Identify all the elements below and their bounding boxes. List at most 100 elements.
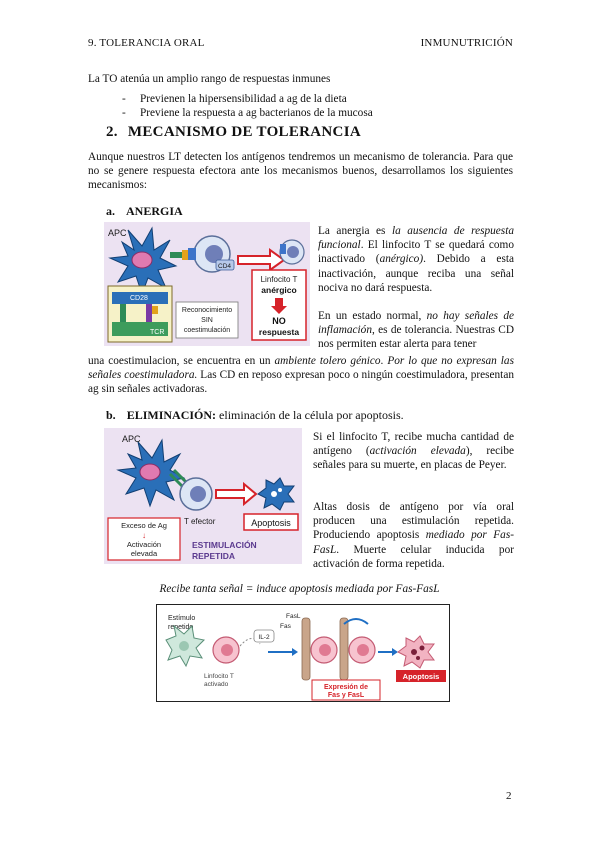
- text-run: La anergia es: [318, 225, 392, 237]
- text-run-italic: Por lo que no expresan las señales coest…: [88, 355, 514, 382]
- no-line1: NO: [272, 316, 286, 326]
- excess-line3: elevada: [131, 549, 158, 558]
- excess-ag-box: [107, 517, 181, 561]
- text-run-italic: anérgico): [379, 253, 424, 266]
- cd28-receptor-icon: [120, 304, 126, 322]
- dash-icon: -: [122, 107, 126, 120]
- il2-label: IL-2: [258, 634, 270, 641]
- dendritic-cell-icon: [165, 624, 206, 668]
- subsection-heading-anergia: a. ANERGIA: [106, 204, 183, 219]
- text-run: una coestimulacion, se encuentra en un: [88, 355, 275, 367]
- cd4-label: CD4: [218, 263, 231, 270]
- eliminacion-figure: APC T efector Apoptosis Exceso de Ag ↓ A…: [104, 428, 302, 564]
- arrow-head-icon: [392, 648, 398, 656]
- text-run: Si el linfocito T, recibe mucha cantidad…: [313, 431, 514, 458]
- text-run: ), recibe señales para su muerte, en pla…: [313, 445, 514, 472]
- anergia-paragraph-2: En un estado normal, no hay señales de i…: [318, 309, 514, 352]
- excess-line2: Activación: [127, 540, 161, 549]
- tcr-receptor-icon: [146, 304, 152, 322]
- caption-text: Recibe tanta señal = induce apoptosis me…: [159, 583, 440, 595]
- activated-t-line1: Linfocito T: [204, 673, 234, 680]
- text-run: . El linfocito T se quedará como inactiv…: [318, 239, 514, 266]
- subsection-title-rest: eliminación de la célula por apoptosis.: [216, 408, 404, 422]
- apc-label: APC: [108, 228, 127, 238]
- repeated-stim-line2: REPETIDA: [192, 551, 235, 561]
- activated-t-cell-icon: [212, 636, 240, 664]
- expression-box: [311, 679, 381, 701]
- text-run-italic: la ausencia de respuesta funcional: [318, 225, 514, 252]
- running-header-left: 9. TOLERANCIA ORAL: [88, 37, 205, 49]
- cd4-box: [215, 259, 235, 271]
- tcell-membrane-icon: [112, 322, 168, 336]
- section-number: 2.: [106, 124, 118, 140]
- subsection-label: a.: [106, 204, 115, 218]
- apoptosis-badge: [396, 670, 446, 682]
- anergia-paragraph-1: La anergia es la ausencia de respuesta f…: [318, 224, 514, 295]
- recognition-box: [175, 301, 239, 339]
- figure-caption: Recibe tanta señal = induce apoptosis me…: [0, 582, 599, 596]
- mhc-icon: [170, 252, 186, 258]
- recognition-line1: Reconocimiento: [182, 307, 232, 314]
- arrow-right-icon: [237, 248, 286, 272]
- anergic-t-cell-icon: [279, 239, 305, 265]
- cd28-label: CD28: [130, 295, 148, 302]
- anergic-line1: Linfocito T: [261, 275, 298, 284]
- apc-label: APC: [122, 434, 141, 444]
- fas-receptor-icon: [301, 617, 311, 681]
- fas-fasl-figure: Estímulo repetido IL-2 Linfocito T activ…: [156, 604, 450, 702]
- fasl-label: FasL: [286, 613, 301, 620]
- text-run-italic: activación elevada: [369, 445, 466, 458]
- section-heading: 2. MECANISMO DE TOLERANCIA: [106, 124, 361, 141]
- text-run-italic: no hay señales de inflamación: [318, 310, 514, 337]
- eliminacion-paragraph-1: Si el linfocito T, recibe mucha cantidad…: [313, 430, 514, 473]
- subsection-title: ANERGIA: [126, 204, 183, 218]
- text-run: En un estado normal,: [318, 310, 427, 322]
- subsection-title: ELIMINACIÓN:: [126, 408, 217, 422]
- interaction-arrow-icon: [343, 618, 369, 625]
- anergia-paragraph-3: una coestimulacion, se encuentra en un a…: [88, 354, 514, 397]
- anergia-figure: APC CD4 CD28 TCR Reconocimiento S: [104, 222, 310, 346]
- expression-line2: Fas y FasL: [328, 692, 365, 699]
- section-paragraph: Aunque nuestros LT detecten los antígeno…: [88, 151, 513, 192]
- text-run: . Muerte celular inducida por activación…: [313, 543, 514, 570]
- apoptosis-box: [243, 513, 299, 531]
- il2-badge: [253, 629, 275, 643]
- list-item: - Previene la respuesta a ag bacterianos…: [122, 106, 373, 120]
- text-run-italic: mediado por Fas-FasL: [313, 529, 514, 556]
- bullet-list: - Previenen la hipersensibilidad a ag de…: [122, 92, 373, 120]
- excess-line1: Exceso de Ag: [121, 521, 167, 530]
- text-run-italic: ambiente tolero génico: [274, 355, 381, 367]
- tcr-contact-icon: [172, 468, 188, 484]
- tcr-contact-icon: [168, 472, 184, 488]
- apc-membrane-icon: [112, 292, 168, 304]
- peptide-icon: [152, 306, 158, 314]
- antigen-icon: [182, 250, 188, 260]
- page-number: 2: [506, 790, 512, 802]
- arrow-right-icon: [215, 481, 258, 507]
- activated-t-line2: activado: [204, 681, 229, 688]
- fas-expressing-cell-icon: [310, 636, 338, 664]
- apc-cell-icon: [108, 226, 178, 296]
- apoptotic-cell-icon: [397, 635, 435, 669]
- stimulus-line2: repetido: [168, 624, 193, 631]
- arrow-head-icon: [292, 648, 298, 656]
- text-run: Las CD en reposo expresan poco o ningún …: [88, 369, 514, 396]
- subsection-label: b.: [106, 408, 116, 422]
- text-run: .: [380, 355, 388, 367]
- apoptotic-cell-icon: [257, 477, 295, 511]
- arrow-down-icon: ↓: [142, 531, 146, 540]
- bullet-text: Previene la respuesta a ag bacterianos d…: [140, 107, 373, 120]
- recognition-line3: coestimulación: [184, 327, 230, 334]
- text-run: Altas dosis de antígeno por vía oral pro…: [313, 501, 514, 542]
- intro-line: La TO atenúa un amplio rango de respuest…: [88, 73, 331, 85]
- arrow-down-icon: [271, 298, 287, 314]
- repeated-stim-line1: ESTIMULACIÓN: [192, 539, 257, 550]
- fas-expressing-cell-icon: [348, 636, 376, 664]
- dash-icon: -: [122, 93, 126, 105]
- tcr-label: TCR: [150, 329, 164, 336]
- text-run: . Debido a esta inactivación, aunque rec…: [318, 253, 514, 294]
- running-header-right: INMUNUTRICIÓN: [420, 37, 513, 49]
- text-run: , es de tolerancia. Nuestras CD nos perm…: [318, 324, 514, 351]
- section-title: MECANISMO DE TOLERANCIA: [127, 124, 361, 140]
- il2-arrow-icon: [239, 638, 261, 647]
